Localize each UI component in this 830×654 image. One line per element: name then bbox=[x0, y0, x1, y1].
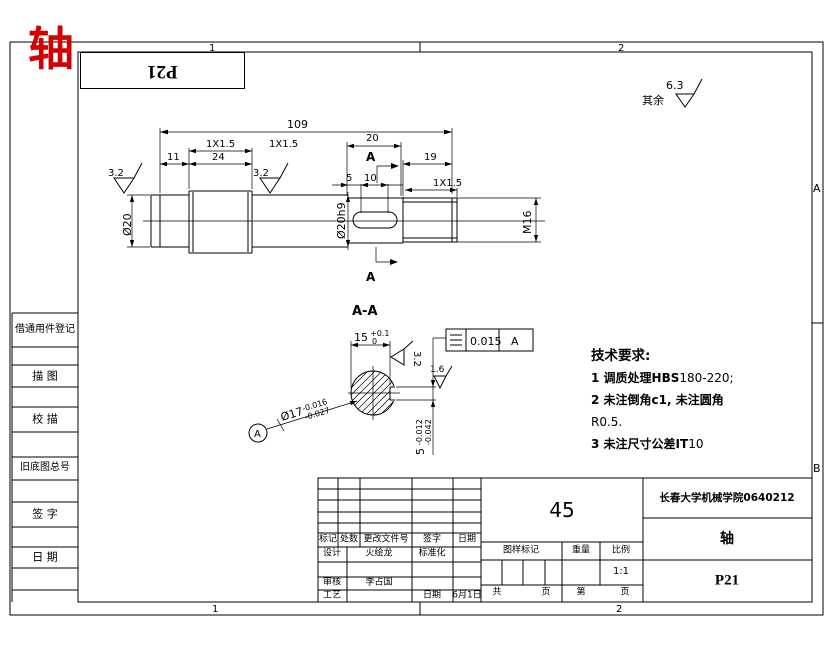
tb-sheets-label: 共 bbox=[492, 587, 502, 598]
datum-label: A bbox=[254, 429, 261, 440]
dim-key-10: 10 bbox=[364, 173, 377, 184]
shaft-view bbox=[143, 190, 545, 254]
tb-sheet-unit: 页 bbox=[620, 587, 630, 598]
dim-chamfer-3: 1X1.5 bbox=[433, 178, 462, 189]
datum-circle bbox=[248, 423, 268, 443]
zone-labels: 1 2 1 2 A B bbox=[209, 43, 821, 615]
section-width-15-sup: +0.1 bbox=[370, 329, 389, 338]
gdt-value: 0.015 bbox=[470, 335, 502, 348]
roughness-symbols: 3.2 3.2 bbox=[108, 162, 289, 194]
side-row-reuse-register: 借通用件登记 bbox=[15, 324, 75, 335]
tb-rev-docno: 更改文件号 bbox=[363, 534, 409, 545]
tb-scale-label: 比例 bbox=[611, 545, 631, 556]
tech-req-line-1: 1 调质处理HBS180-220; bbox=[591, 371, 734, 385]
roughness-icon bbox=[259, 162, 289, 194]
dim-key-5: 5 bbox=[346, 173, 352, 184]
surface-note-prefix: 其余 bbox=[642, 93, 664, 107]
dim-m16: M16 bbox=[521, 211, 534, 235]
tb-weight-label: 重量 bbox=[571, 545, 591, 556]
tb-date-label: 日期 bbox=[422, 590, 442, 601]
zone-right-a: A bbox=[813, 182, 821, 195]
gdt-datum: A bbox=[511, 335, 519, 348]
tb-design-name: 火绘龙 bbox=[365, 548, 393, 559]
tb-part-name: 轴 bbox=[720, 531, 734, 547]
section-depth5: 5 bbox=[414, 448, 427, 455]
tb-date-value: 6月1日 bbox=[452, 590, 482, 601]
tb-rev-mark: 标记 bbox=[318, 534, 338, 545]
dimension-texts: 109 11 24 1X1.5 1X1.5 1X1.5 20 5 10 19 M… bbox=[121, 118, 534, 284]
section-roughness-32: 3.2 bbox=[411, 351, 422, 367]
red-stamp: 轴 bbox=[28, 22, 74, 76]
technical-requirements: 技术要求: 1 调质处理HBS180-220; 2 未注倒角c1, 未注圆角 R… bbox=[591, 344, 761, 459]
roughness-icon bbox=[113, 162, 143, 194]
roughness-32-mid: 3.2 bbox=[253, 168, 269, 179]
section-depth5-sub: -0.042 bbox=[424, 419, 433, 445]
symmetry-icon bbox=[450, 334, 462, 346]
roughness-icon bbox=[433, 365, 453, 390]
title-block-grid bbox=[11, 312, 813, 603]
dim-overall: 109 bbox=[287, 118, 308, 131]
tb-sheets-unit: 页 bbox=[541, 587, 551, 598]
dim-dia20: Ø20 bbox=[121, 213, 134, 236]
surface-note-value: 6.3 bbox=[666, 79, 684, 92]
tech-req-line-4: 3 未注尺寸公差IT10 bbox=[591, 437, 704, 451]
dim-dia20h9: Ø20h9 bbox=[335, 202, 348, 239]
roughness-icon bbox=[675, 78, 703, 108]
zone-top-1: 1 bbox=[209, 43, 215, 54]
tb-rev-date: 日期 bbox=[457, 534, 477, 545]
dim-11: 11 bbox=[167, 152, 180, 163]
roughness-32-left: 3.2 bbox=[108, 168, 124, 179]
tb-drawing-code: P21 bbox=[714, 572, 740, 589]
tb-audit-label: 审核 bbox=[322, 577, 342, 588]
border-frame bbox=[9, 41, 824, 616]
surface-roughness-note: 其余 6.3 bbox=[642, 78, 703, 108]
side-row-check-tracing: 校 描 bbox=[32, 412, 58, 426]
tb-rev-count: 处数 bbox=[339, 534, 359, 545]
flipped-ref-label: P21 bbox=[147, 60, 178, 82]
tb-std-label: 标准化 bbox=[418, 548, 446, 559]
tb-design-label: 设计 bbox=[322, 548, 342, 559]
side-row-old-drawing-no: 旧底图总号 bbox=[20, 462, 70, 473]
section-view: A-A 15 +0.1 0 3.2 1.6 A Ø17 -0.016 -0.0 bbox=[248, 304, 534, 455]
section-dia17: Ø17 bbox=[279, 405, 304, 424]
section-arrow-label-top: A bbox=[366, 150, 376, 164]
tech-req-line-2: 2 未注倒角c1, 未注圆角 bbox=[591, 393, 724, 407]
roughness-icon bbox=[390, 340, 414, 366]
zone-bottom-2: 2 bbox=[616, 604, 622, 615]
section-arrow-label-bottom: A bbox=[366, 270, 376, 284]
tech-req-line-3: R0.5. bbox=[591, 415, 623, 429]
zone-top-2: 2 bbox=[618, 43, 624, 54]
dim-chamfer-1: 1X1.5 bbox=[206, 139, 235, 150]
tb-mark-label: 图样标记 bbox=[502, 545, 540, 556]
section-title: A-A bbox=[352, 304, 378, 319]
section-width-15-sub: 0 bbox=[372, 337, 377, 346]
flipped-ref-box: P21 bbox=[80, 52, 245, 89]
tb-rev-sign: 签字 bbox=[422, 534, 442, 545]
tb-scale-value: 1:1 bbox=[612, 566, 630, 577]
tb-process-label: 工艺 bbox=[322, 590, 342, 601]
tb-audit-name: 李占国 bbox=[365, 577, 393, 588]
side-row-signature: 签 字 bbox=[32, 507, 58, 521]
section-width-15: 15 bbox=[354, 331, 368, 344]
dim-20: 20 bbox=[366, 133, 379, 144]
section-roughness-16: 1.6 bbox=[430, 365, 445, 375]
dim-chamfer-2: 1X1.5 bbox=[269, 139, 298, 150]
side-row-date: 日 期 bbox=[32, 550, 58, 564]
tb-material: 45 bbox=[549, 498, 575, 522]
tb-organization: 长春大学机械学院0640212 bbox=[659, 491, 795, 504]
side-row-tracing: 描 图 bbox=[32, 369, 58, 383]
dim-19: 19 bbox=[424, 152, 437, 163]
tb-sheet-label: 第 bbox=[576, 587, 586, 598]
zone-right-b: B bbox=[813, 462, 821, 475]
gdt-frame: 0.015 A bbox=[445, 328, 534, 352]
keyway-slot-top bbox=[352, 211, 398, 229]
dim-24: 24 bbox=[212, 152, 225, 163]
zone-bottom-1: 1 bbox=[212, 604, 218, 615]
dimension-lines bbox=[127, 128, 541, 265]
tech-req-title: 技术要求: bbox=[591, 348, 651, 364]
section-depth5-sup: -0.012 bbox=[415, 419, 424, 445]
